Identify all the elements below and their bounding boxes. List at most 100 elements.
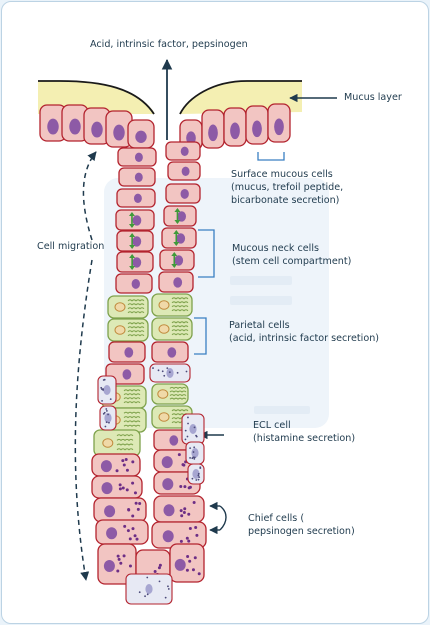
left-mucous-cell [115, 273, 153, 294]
zymogen-granule [131, 460, 135, 464]
left-mucous-cell [108, 341, 146, 363]
ecl-granule [186, 435, 189, 438]
surface-mucous-cell [267, 103, 291, 143]
zymogen-granule [118, 487, 122, 491]
zymogen-granule [136, 507, 140, 511]
zymogen-granule [138, 501, 142, 505]
zymogen-granule [123, 524, 127, 528]
right-chief-cell [153, 495, 205, 523]
ecl-granule [184, 429, 187, 432]
canaliculus [123, 424, 141, 427]
cell-nucleus [124, 347, 134, 358]
cell-nucleus [180, 188, 189, 199]
cell-nucleus [114, 325, 126, 335]
canaliculus [171, 305, 189, 308]
division-arrowhead [173, 230, 180, 234]
cell-nucleus [252, 120, 262, 138]
zymogen-granule [124, 457, 128, 461]
left-chief-cell [91, 453, 141, 477]
cell-nucleus [157, 389, 169, 399]
zymogen-granule [180, 514, 184, 518]
zymogen-granule [179, 539, 183, 543]
label-surface-mucous-cells: Surface mucous cells (mucus, trefoil pep… [231, 169, 344, 206]
cell-nucleus [158, 300, 170, 310]
canaliculus [171, 301, 189, 304]
cell-nucleus [132, 215, 142, 226]
zymogen-granule [116, 554, 120, 558]
ecl-cell [187, 463, 205, 485]
left-mucous-cell [117, 147, 157, 167]
zymogen-granule [121, 459, 125, 463]
right-mucous-cell [151, 341, 189, 363]
zymogen-granule [125, 468, 129, 472]
cell-nucleus [101, 482, 113, 495]
canaliculus [123, 401, 141, 404]
cell-nucleus [91, 121, 103, 138]
zymogen-granule [133, 491, 137, 495]
zymogen-granule [127, 508, 131, 512]
zymogen-granule [133, 534, 137, 538]
label-mucus-layer: Mucus layer [344, 92, 402, 103]
ecl-granule [109, 398, 112, 401]
ecl-granule [193, 457, 196, 460]
cell-body [107, 295, 149, 319]
cell-nucleus [102, 438, 114, 448]
ecl-granule [101, 399, 103, 402]
cell-nucleus [134, 152, 143, 163]
zymogen-granule [179, 509, 183, 513]
left-chief-cell [95, 519, 149, 545]
zymogen-granule [117, 557, 121, 561]
ecl-granule [187, 422, 189, 425]
cell-migration-arrow-down [74, 259, 93, 581]
left-parietal-cell [107, 295, 149, 319]
ecl-granule [105, 421, 108, 424]
ecl-granule [108, 421, 110, 424]
canaliculus [171, 297, 189, 300]
canaliculus [116, 438, 134, 442]
zymogen-granule [153, 570, 157, 574]
cell-nucleus [104, 413, 112, 423]
right-stem-cell [159, 249, 195, 271]
cell-nucleus [180, 146, 189, 157]
zymogen-granule [182, 510, 186, 514]
canaliculus [123, 393, 141, 396]
ecl-granule [100, 386, 103, 389]
zymogen-granule [185, 536, 189, 540]
zymogen-granule [121, 486, 125, 490]
cell-nucleus [174, 558, 186, 571]
left-chief-cell [91, 475, 143, 499]
left-parietal-cell [107, 318, 149, 342]
zymogen-granule [188, 526, 192, 530]
ecl-granule [167, 588, 170, 590]
cell-nucleus [69, 118, 81, 135]
cell-body [151, 317, 193, 341]
ecl-granule [105, 410, 108, 412]
cell-body [169, 543, 205, 583]
label-top-secretions: Acid, intrinsic factor, pepsinogen [90, 39, 248, 50]
zymogen-granule [195, 533, 199, 537]
zymogen-granule [131, 514, 135, 518]
zymogen-granule [187, 486, 191, 490]
cell-nucleus [167, 347, 177, 358]
base-ecl-cell [125, 573, 173, 605]
parietal-cells-bracket [194, 317, 207, 355]
cell-nucleus [192, 469, 200, 479]
ecl-granule [189, 457, 191, 459]
zymogen-granule [183, 507, 187, 511]
ecl-granule [187, 416, 189, 419]
right-mucous-cell [167, 161, 201, 181]
cell-nucleus [274, 118, 284, 136]
canaliculus [127, 303, 145, 306]
cell-nucleus [191, 448, 199, 458]
neck-cells-bracket [198, 229, 215, 278]
right-stem-cell [163, 205, 197, 227]
canaliculus [116, 443, 134, 446]
cell-body [153, 495, 205, 523]
ecl-granule [104, 425, 107, 428]
cell-nucleus [181, 166, 190, 177]
ecl-granule [146, 593, 149, 596]
ecl-granule [184, 438, 187, 441]
division-arrowhead [128, 212, 135, 216]
ecl-granule [107, 413, 109, 416]
canaliculus [123, 411, 141, 414]
